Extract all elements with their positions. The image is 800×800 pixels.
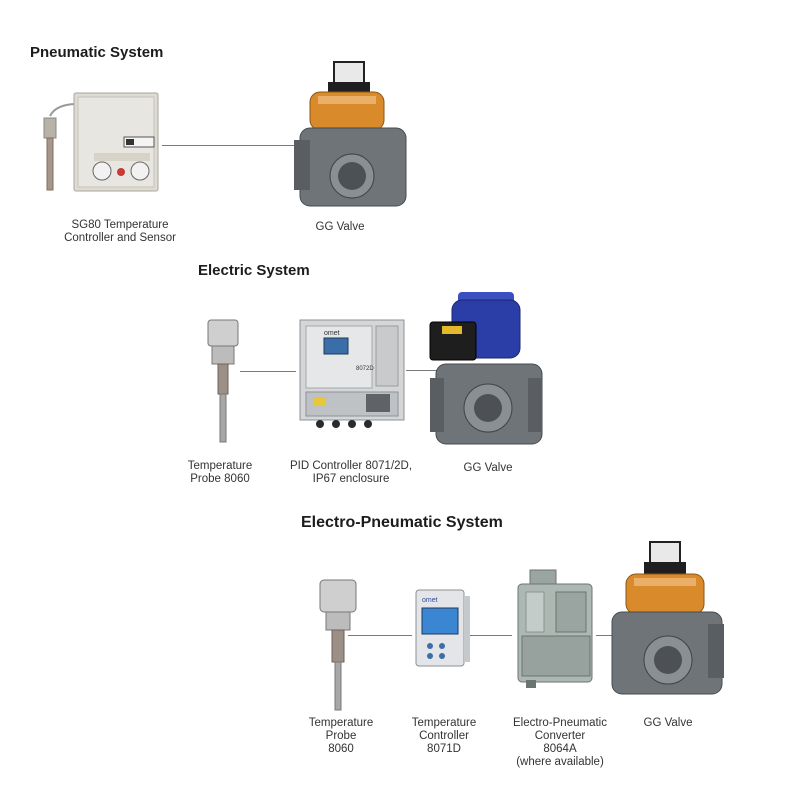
gg-valve-blue-icon: [429, 292, 543, 445]
gg-valve-orange-icon: [294, 61, 407, 207]
sg80-controller-icon: [73, 92, 159, 192]
electric-connector-line-1: [240, 371, 296, 372]
ep-connector-line-2: [470, 635, 512, 636]
pid-controller-caption: PID Controller 8071/2D, IP67 enclosure: [289, 460, 413, 485]
electro-pneumatic-heading: Electro-Pneumatic System: [301, 514, 503, 531]
ep-controller-caption: Temperature Controller 8071D: [411, 717, 477, 755]
ep-connector-line-3: [596, 635, 614, 636]
ep-valve-caption: GG Valve: [643, 717, 693, 729]
temperature-probe-8060-icon: [207, 319, 239, 443]
pneumatic-connector-line: [162, 145, 296, 146]
sg80-caption: SG80 Temperature Controller and Sensor: [64, 219, 176, 244]
ep-connector-line-1: [348, 635, 412, 636]
pid-model-text: 8072D: [356, 366, 374, 372]
electric-probe-caption: Temperature Probe 8060: [187, 460, 253, 485]
ep-probe-caption: Temperature Probe 8060: [308, 717, 374, 755]
ep-gg-valve-orange-icon: [611, 541, 724, 695]
electric-connector-line-2: [406, 370, 440, 371]
temperature-controller-8071d-icon: omet: [415, 589, 470, 667]
pneumatic-valve-caption: GG Valve: [315, 221, 365, 233]
ep-temperature-probe-icon: [319, 579, 357, 711]
ep-converter-caption: Electro-Pneumatic Converter 8064A (where…: [513, 717, 607, 768]
electric-heading: Electric System: [198, 262, 310, 279]
pid-brand-text: omet: [324, 330, 340, 337]
pid-controller-8072d-icon: omet 8072D: [299, 319, 405, 428]
ep-controller-brand-text: omet: [422, 597, 438, 604]
pneumatic-heading: Pneumatic System: [30, 44, 164, 61]
electric-valve-caption: GG Valve: [463, 462, 513, 474]
electro-pneumatic-converter-icon: [517, 569, 593, 688]
